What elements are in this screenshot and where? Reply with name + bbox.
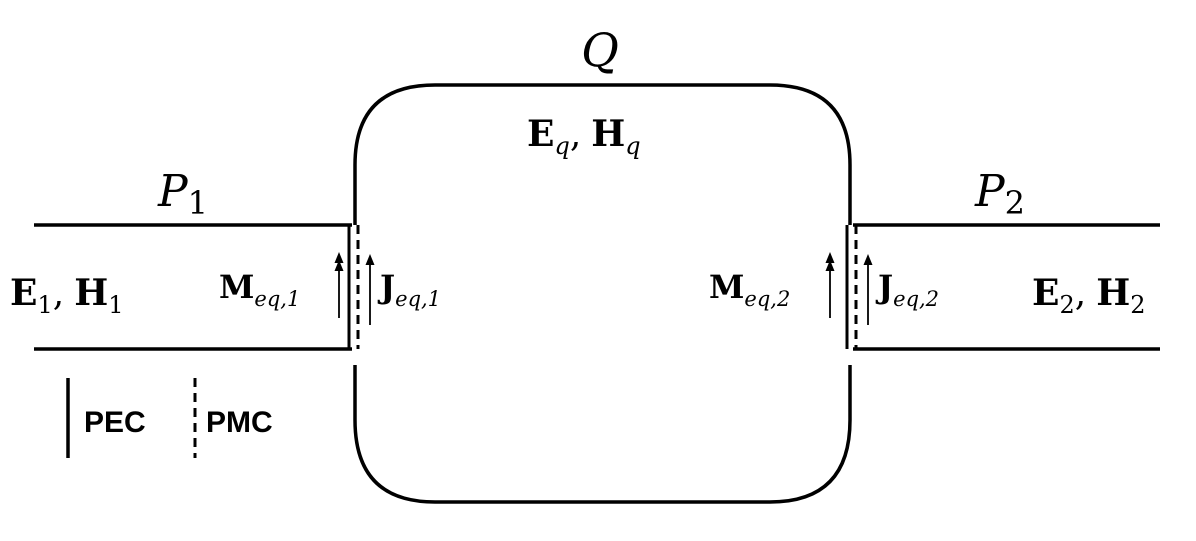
port2-m-current-label: Meq,2 [709, 268, 790, 311]
port2-j-current-label: Jeq,2 [875, 268, 939, 311]
port1-label: P1 [157, 166, 208, 222]
cavity-outline [353, 83, 852, 504]
legend-pmc-label: PMC [206, 406, 273, 439]
cavity-fields: Eq,Hq [527, 113, 641, 160]
port2-j-current-arrow [863, 254, 873, 325]
port1-j-current-arrow [365, 254, 375, 325]
cavity-label: Q [581, 23, 619, 77]
port1-fields: E1,H1 [10, 272, 123, 319]
port1-m-current-label: Meq,1 [219, 268, 300, 311]
legend-pec-label: PEC [84, 406, 146, 439]
port2-m-current-arrow [825, 252, 835, 318]
port2-fields: E2,H2 [1032, 272, 1145, 319]
port1-m-current-arrow [334, 252, 344, 318]
port1-j-current-label: Jeq,1 [377, 268, 441, 311]
port2-label: P2 [974, 166, 1025, 222]
